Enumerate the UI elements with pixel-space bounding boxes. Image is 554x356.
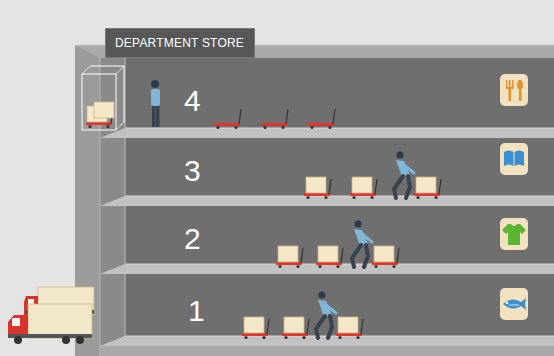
floor-number: 4 xyxy=(184,86,201,116)
sign-text: DEPARTMENT STORE xyxy=(115,36,254,50)
sign-box: DEPARTMENT STORE xyxy=(105,28,255,58)
floor-number: 1 xyxy=(188,296,205,326)
floor-number: 2 xyxy=(184,224,201,254)
floor-number: 3 xyxy=(184,156,201,186)
